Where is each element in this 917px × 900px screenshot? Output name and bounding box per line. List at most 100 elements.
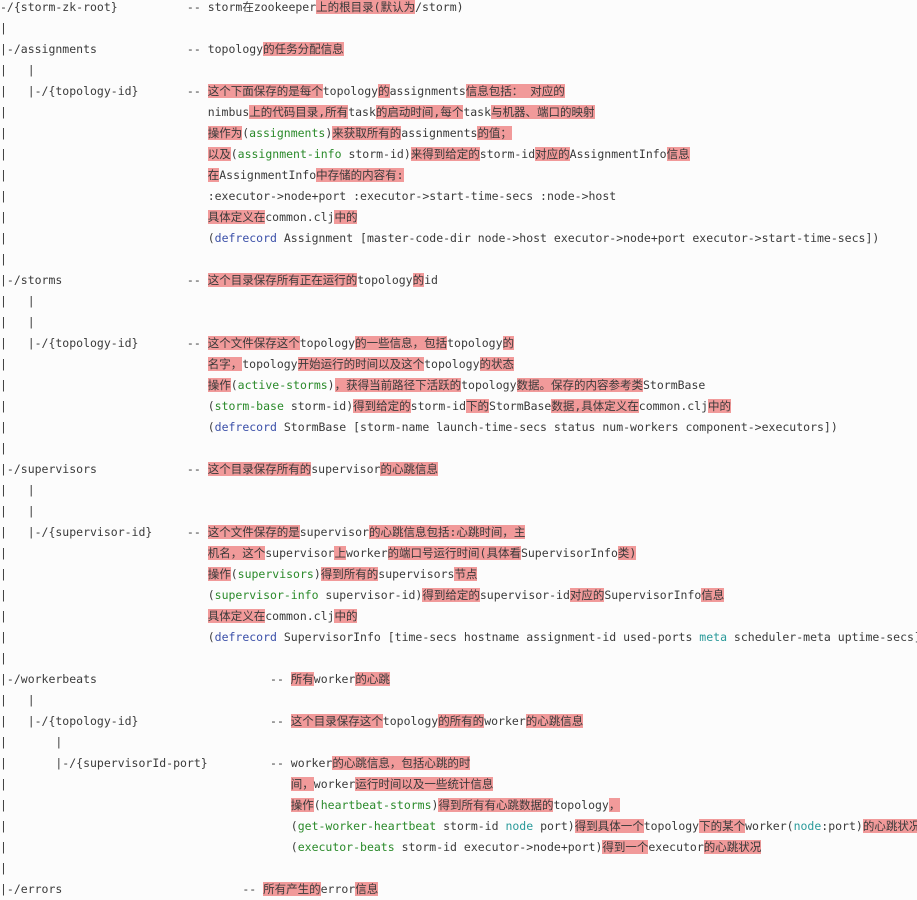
code-segment: ) [325, 126, 333, 140]
code-segment: task [348, 105, 376, 119]
code-line: | 间，worker运行时间以及一些统计信息 [0, 774, 494, 795]
code-segment: |-/storms -- [0, 273, 208, 287]
code-segment: | [0, 357, 208, 371]
code-segment: 下的 [466, 399, 490, 413]
code-segment: 中存储的内容有: [316, 168, 404, 182]
code-segment: 节点 [454, 567, 478, 581]
code-segment: | | [0, 504, 35, 518]
code-segment: defrecord [214, 420, 277, 434]
code-segment: 所有 [290, 672, 314, 686]
code-line: | [0, 648, 7, 669]
code-line: | | [0, 480, 35, 501]
code-segment: 与机器、端口的映射 [491, 105, 595, 119]
code-segment: | [0, 798, 291, 812]
code-segment: 得到具体一个 [574, 819, 644, 833]
code-segment: 来得到给定的 [410, 147, 480, 161]
code-line: | [0, 249, 7, 270]
code-segment: 中的 [334, 210, 358, 224]
code-segment: 的 [378, 84, 390, 98]
code-segment: defrecord [214, 630, 277, 644]
code-segment: | ( [0, 399, 215, 413]
code-segment: ， [608, 798, 621, 812]
code-segment: 的 [502, 336, 514, 350]
code-segment: 得到一个 [602, 840, 649, 854]
code-segment: | |-/{supervisor-id} -- [0, 525, 208, 539]
code-segment: ) [431, 798, 439, 812]
code-segment: | ( [0, 420, 215, 434]
code-line: | |-/{supervisor-id} -- 这个文件保存的是supervis… [0, 522, 526, 543]
code-line: | (get-worker-heartbeat storm-id node po… [0, 816, 917, 837]
code-line: | [0, 858, 7, 879]
code-segment: | | [0, 315, 35, 329]
code-segment: executor-beats [297, 840, 395, 854]
code-segment: 数据。保存的内容参考类 [516, 378, 643, 392]
code-segment: StormBase [storm-name launch-time-secs s… [276, 420, 838, 434]
code-segment: | |-/{topology-id} -- [0, 336, 208, 350]
code-line: | 操作(heartbeat-storms)得到所有有心跳数据的topology… [0, 795, 621, 816]
code-segment: 操作 [207, 378, 231, 392]
code-segment: 具体定义在 [207, 210, 266, 224]
code-line: | [0, 18, 7, 39]
code-segment: | [0, 651, 7, 665]
code-segment: topology [643, 819, 700, 833]
code-segment: 的心跳信息 [380, 462, 438, 476]
code-segment: 信息 [355, 882, 379, 896]
code-line: | 具体定义在common.clj中的 [0, 606, 358, 627]
code-segment: | [0, 147, 208, 161]
code-segment: port) [533, 819, 575, 833]
code-segment: 上 [334, 546, 346, 560]
code-segment: node [793, 819, 822, 833]
code-segment: 开始运行的时间以及这个 [297, 357, 425, 371]
code-segment: |-/supervisors -- [0, 462, 208, 476]
code-segment: 的心跳信息 [525, 714, 584, 728]
code-segment: 的心跳信息，包括心跳的时 [332, 756, 471, 770]
code-line: | 名字，topology开始运行的时间以及这个topology的状态 [0, 354, 514, 375]
code-line: | (supervisor-info supervisor-id)得到给定的su… [0, 585, 725, 606]
code-line: | 操作(active-storms)，获得当前路径下活跃的topology数据… [0, 375, 705, 396]
code-segment: :port) [821, 819, 863, 833]
code-segment: AssignmentInfo [569, 147, 667, 161]
code-line: | | [0, 312, 35, 333]
code-segment: | [0, 567, 208, 581]
code-segment: | [0, 252, 7, 266]
code-segment: | | [0, 294, 35, 308]
code-segment: SupervisorInfo [time-secs hostname assig… [276, 630, 700, 644]
code-segment: 这个目录保存所有的 [207, 462, 312, 476]
code-segment: |-/workerbeats -- [0, 672, 291, 686]
code-segment: 得到给定的 [422, 588, 480, 602]
code-segment: 名字， [207, 357, 243, 371]
code-segment: | [0, 210, 208, 224]
code-segment: 这个目录保存这个 [290, 714, 383, 728]
code-segment: storm-id executor->node+port) [394, 840, 603, 854]
code-segment: | ( [0, 231, 215, 245]
code-segment: topology [242, 357, 298, 371]
code-segment: 的心跳信息包括:心跳时间，主 [368, 525, 526, 539]
code-segment: 的状态 [479, 357, 514, 371]
code-segment: topology [461, 378, 517, 392]
code-segment: 操作 [207, 567, 231, 581]
code-segment: 得到所有有心跳数据的 [438, 798, 554, 812]
code-segment: |-/errors -- [0, 882, 264, 896]
code-line: |-/workerbeats -- 所有worker的心跳 [0, 669, 390, 690]
code-segment: 信息 [666, 147, 690, 161]
code-segment: | [0, 168, 208, 182]
code-segment: ( [230, 147, 238, 161]
code-segment: | |-/{supervisorId-port} -- worker [0, 756, 333, 770]
code-segment: worker [345, 546, 388, 560]
code-segment: StormBase [489, 399, 552, 413]
code-segment: worker [313, 672, 356, 686]
code-segment: worker [745, 819, 787, 833]
code-segment: 的任务分配信息 [263, 42, 344, 56]
code-segment: task [463, 105, 492, 119]
code-segment: get-worker-heartbeat [297, 819, 437, 833]
code-line: | (defrecord StormBase [storm-name launc… [0, 417, 838, 438]
code-segment: | [0, 378, 208, 392]
code-segment: | ( [0, 630, 215, 644]
code-segment: error [320, 882, 356, 896]
code-segment: topology [553, 798, 609, 812]
code-segment: supervisor-id [479, 588, 570, 602]
code-segment: active-storms [237, 378, 328, 392]
code-line: | | [0, 60, 35, 81]
code-segment: supervisor [299, 525, 369, 539]
